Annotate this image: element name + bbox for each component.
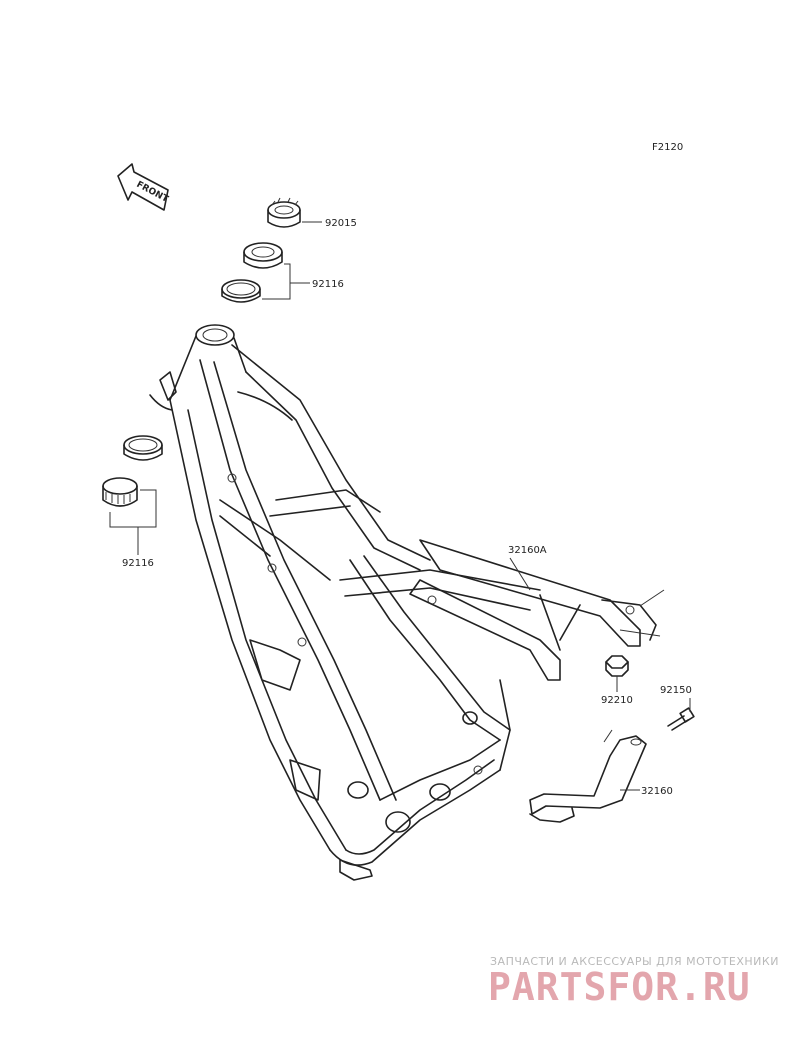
bolt-icon	[667, 707, 695, 731]
lower-bearing-icon	[102, 477, 138, 507]
watermark-tagline: ЗАПЧАСТИ И АКСЕССУАРЫ ДЛЯ МОТОТЕХНИКИ	[490, 955, 779, 968]
part-label-92116-upper: 92116	[312, 279, 344, 290]
part-label-92210: 92210	[601, 695, 633, 706]
front-label: FRONT	[135, 180, 171, 205]
part-label-92150: 92150	[660, 685, 692, 696]
watermark-brand: PARTSFOR.RU	[488, 965, 751, 1009]
front-arrow-icon: FRONT	[117, 163, 171, 211]
part-label-32160A: 32160A	[508, 545, 547, 556]
steering-nut-icon	[267, 197, 301, 228]
part-label-32160: 32160	[641, 786, 673, 797]
subframe-nut-icon	[605, 655, 629, 677]
upper-bearing-icon	[243, 242, 283, 269]
part-label-92015: 92015	[325, 218, 357, 229]
lower-race-icon	[123, 435, 163, 461]
bracket-icon	[529, 729, 647, 823]
part-label-92116-lower: 92116	[122, 558, 154, 569]
main-frame	[149, 324, 541, 881]
diagram-code: F2120	[652, 142, 683, 153]
upper-race-icon	[221, 279, 261, 303]
rear-subframe	[409, 539, 665, 681]
